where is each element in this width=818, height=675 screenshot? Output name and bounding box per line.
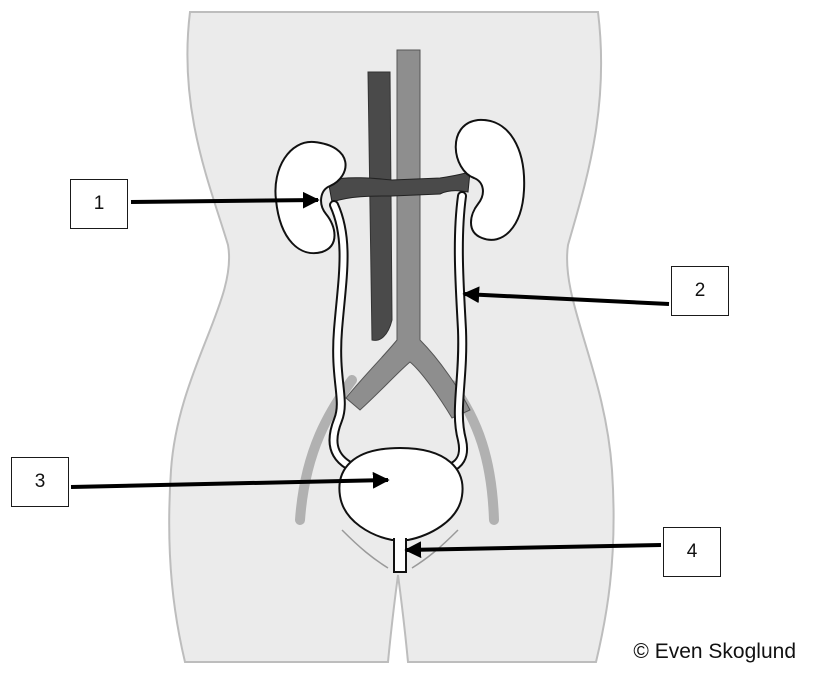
copyright-credit: © Even Skoglund xyxy=(633,640,796,664)
body-silhouette xyxy=(169,12,613,662)
label-2: 2 xyxy=(671,266,729,316)
label-1: 1 xyxy=(70,179,128,229)
vena-cava xyxy=(368,72,392,340)
label-3: 3 xyxy=(11,457,69,507)
urethra xyxy=(394,538,406,572)
arrow-1 xyxy=(131,200,318,202)
label-4: 4 xyxy=(663,527,721,577)
